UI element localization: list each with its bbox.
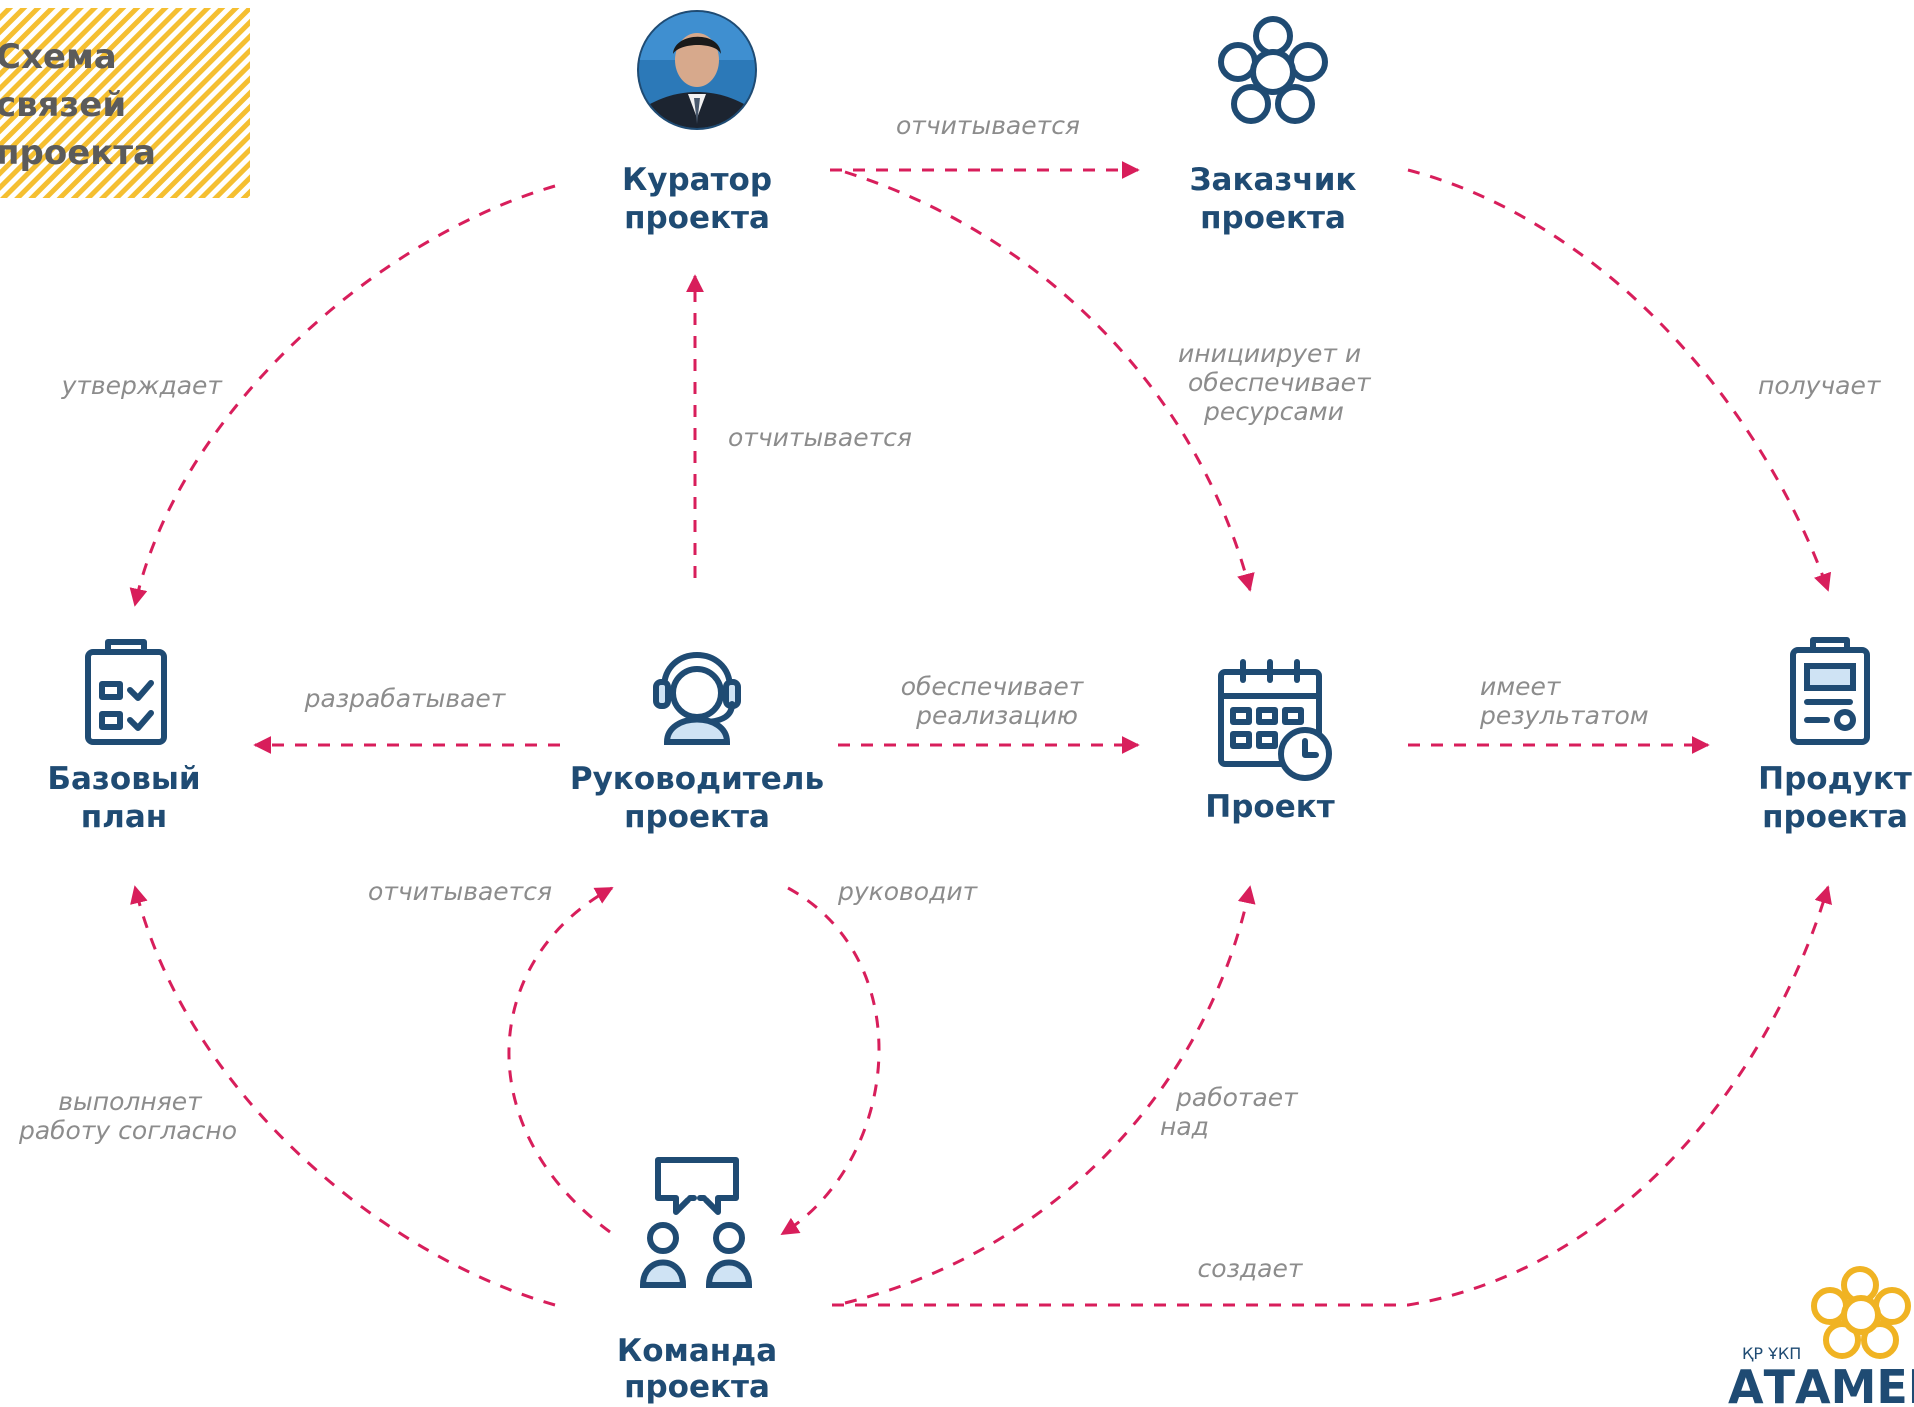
node-label: проекта — [624, 1369, 770, 1405]
edge-team-manager — [507, 886, 614, 1234]
title-block: Схема связей проекта — [0, 8, 250, 198]
node-label: Базовый — [47, 761, 200, 797]
curator-avatar — [637, 10, 757, 130]
edge-label: результатом — [1479, 701, 1649, 730]
node-curator: Куратор проекта — [622, 10, 772, 236]
edge-label: получает — [1758, 371, 1882, 400]
edge-label: руководит — [837, 877, 979, 906]
edge-label: работает — [1175, 1083, 1299, 1112]
node-label: Заказчик — [1190, 162, 1357, 198]
title-line: Схема — [0, 37, 117, 77]
node-plan: Базовый план — [47, 639, 201, 835]
node-project: Проект — [1205, 659, 1335, 825]
logo-knot-icon — [1811, 1266, 1911, 1359]
edges — [129, 161, 1832, 1307]
node-label: проекта — [624, 200, 770, 236]
edge-labels: отчитывается утверждает инициирует и обе… — [18, 111, 1882, 1283]
title-line: проекта — [0, 133, 156, 173]
edge-label: выполняет — [58, 1087, 203, 1116]
edge-label: инициирует и — [1178, 339, 1361, 368]
logo-small-text: ҚР ҰКП — [1742, 1344, 1801, 1363]
node-label: Руководитель — [570, 761, 824, 797]
team-chat-icon — [639, 1157, 753, 1288]
edge-label: работу согласно — [18, 1116, 237, 1145]
checklist-icon — [85, 639, 167, 745]
headset-user-icon — [653, 652, 741, 745]
node-label: Куратор — [622, 162, 772, 198]
logo-brand-text: АТАМЕК — [1728, 1360, 1914, 1407]
flower-knot-icon — [1218, 16, 1328, 124]
edge-manager-team — [780, 886, 881, 1236]
node-label: Продукт — [1758, 761, 1912, 797]
node-team: Команда проекта — [617, 1157, 777, 1405]
node-label: проекта — [624, 799, 770, 835]
node-label: проекта — [1762, 799, 1908, 835]
edge-label: над — [1160, 1112, 1209, 1141]
edge-label: создает — [1198, 1254, 1304, 1283]
edge-team-plan — [130, 885, 556, 1307]
edge-label: отчитывается — [728, 423, 912, 452]
edge-label: обеспечивает — [1188, 368, 1372, 397]
edge-label: утверждает — [61, 371, 224, 400]
edge-label: отчитывается — [368, 877, 552, 906]
node-label: Команда — [617, 1333, 777, 1369]
edge-label: обеспечивает — [901, 672, 1085, 701]
atameken-logo: ҚР ҰКП АТАМЕК — [1728, 1266, 1914, 1407]
node-product: Продукт проекта — [1758, 637, 1912, 835]
calendar-clock-icon — [1218, 659, 1332, 781]
node-label: план — [81, 799, 167, 835]
edge-label: имеет — [1480, 672, 1562, 701]
edge-curator-plan — [129, 184, 556, 607]
node-label: проекта — [1200, 200, 1346, 236]
edge-label: отчитывается — [896, 111, 1080, 140]
edge-label: реализацию — [915, 701, 1078, 730]
node-customer: Заказчик проекта — [1190, 16, 1357, 236]
document-icon — [1790, 637, 1870, 745]
edge-label: разрабатывает — [304, 684, 507, 713]
node-manager: Руководитель проекта — [570, 652, 824, 835]
node-label: Проект — [1205, 789, 1334, 825]
edge-customer-product — [1407, 168, 1832, 592]
edge-label: ресурсами — [1203, 397, 1344, 426]
title-line: связей — [0, 85, 126, 125]
edge-curator-project — [844, 170, 1255, 592]
edge-team-product — [832, 885, 1832, 1307]
